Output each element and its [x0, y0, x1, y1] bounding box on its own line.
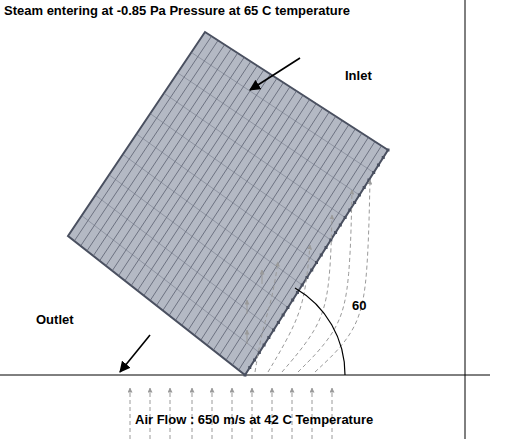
- edge-tooth: [286, 306, 289, 309]
- tube-line: [164, 93, 345, 217]
- edge-tooth: [267, 336, 270, 339]
- edge-tooth: [377, 164, 380, 167]
- air-flow-arrow: [247, 330, 248, 344]
- edge-tooth: [244, 374, 247, 377]
- edge-tooth: [291, 299, 294, 302]
- edge-tooth: [367, 179, 370, 182]
- edge-tooth: [339, 224, 342, 227]
- air-flow-arrow: [282, 215, 332, 372]
- fin-core: [68, 32, 390, 377]
- edge-tooth: [282, 314, 285, 317]
- edge-tooth: [277, 321, 280, 324]
- air-flow-note: Air Flow : 650 m/s at 42 C Temperature: [135, 412, 373, 428]
- ground-line: [0, 375, 490, 376]
- air-flow-arrow: [247, 300, 248, 314]
- angle-label: 60: [352, 298, 366, 314]
- edge-tooth: [253, 359, 256, 362]
- inlet-arrow: [250, 58, 300, 90]
- air-flow-arrow: [130, 388, 131, 439]
- edge-tooth: [310, 269, 313, 272]
- tube-line: [123, 154, 302, 285]
- edge-tooth: [358, 194, 361, 197]
- outlet-arrow: [120, 335, 150, 372]
- edge-tooth: [344, 216, 347, 219]
- edge-tooth: [387, 149, 390, 152]
- edge-tooth: [372, 171, 375, 174]
- tube-line: [178, 73, 360, 195]
- outlet-label: Outlet: [36, 312, 74, 328]
- core-outline: [68, 32, 388, 375]
- air-flow-lines: [130, 180, 370, 439]
- edge-tooth: [329, 239, 332, 242]
- edge-tooth: [320, 254, 323, 257]
- edge-tooth: [258, 351, 261, 354]
- edge-tooth: [248, 366, 251, 369]
- inlet-label: Inlet: [345, 68, 372, 84]
- tube-line: [109, 175, 288, 308]
- tube-line: [137, 134, 317, 263]
- edge-tooth: [353, 201, 356, 204]
- air-flow-arrow: [268, 245, 310, 372]
- tube-line: [82, 216, 260, 353]
- edge-tooth: [315, 261, 318, 264]
- edge-tooth: [334, 231, 337, 234]
- edge-tooth: [348, 209, 351, 212]
- edge-tooth: [263, 344, 266, 347]
- air-flow-arrow: [262, 270, 263, 284]
- air-flow-arrow: [315, 180, 370, 372]
- steam-inlet-note: Steam entering at -0.85 Pa Pressure at 6…: [4, 3, 350, 19]
- vertical-axis: [465, 0, 466, 439]
- tube-line: [191, 52, 373, 172]
- edge-tooth: [272, 329, 275, 332]
- tube-line: [150, 114, 331, 240]
- edge-tooth: [325, 246, 328, 249]
- edge-tooth: [301, 284, 304, 287]
- edge-tooth: [382, 156, 385, 159]
- air-flow-arrow: [298, 190, 352, 372]
- edge-tooth: [363, 186, 366, 189]
- angle-arc: [295, 288, 345, 375]
- tube-line: [95, 195, 273, 330]
- edge-tooth: [296, 291, 299, 294]
- air-flow-arrow: [255, 262, 278, 372]
